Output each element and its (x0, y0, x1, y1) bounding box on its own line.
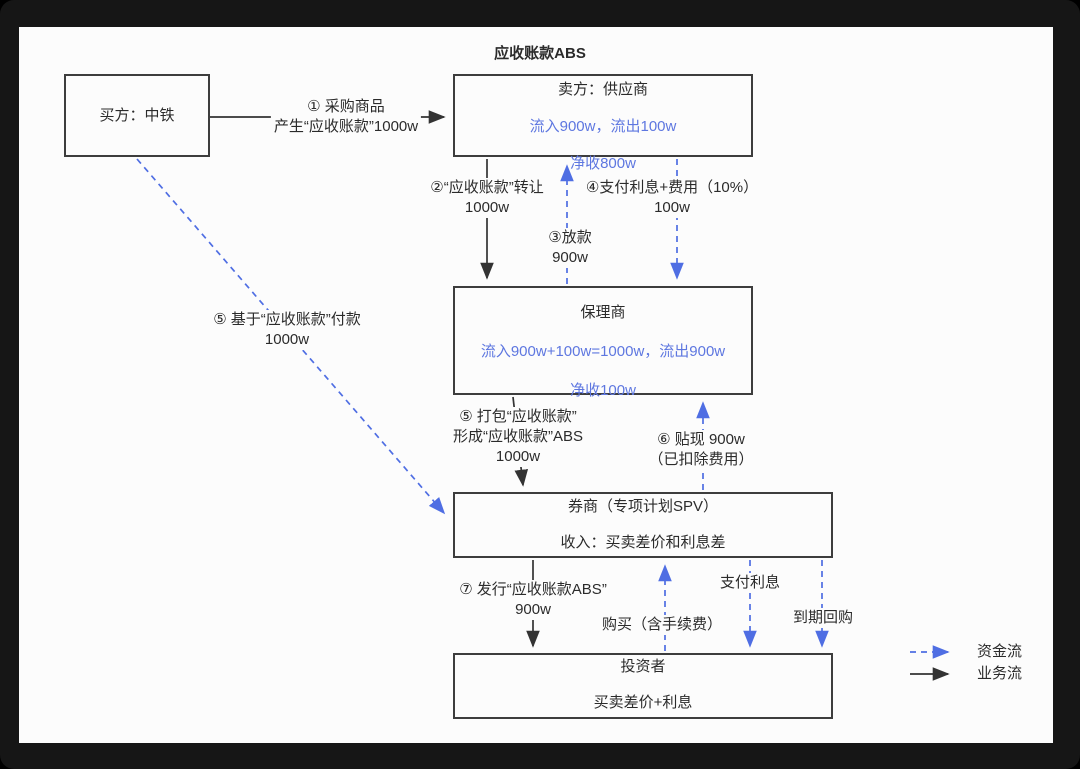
investor-income: 买卖差价+利息 (593, 694, 693, 711)
label-interest-fee: ④支付利息+费用（10%） 100w (582, 178, 762, 218)
label-transfer: ②“应收账款”转让 1000w (427, 178, 547, 218)
seller-label: 卖方：供应商 (557, 81, 648, 98)
label-loan: ③放款 900w (545, 228, 595, 268)
label-pay-interest: 支付利息 (716, 573, 784, 593)
buyer-label: 买方：中铁 (99, 106, 175, 124)
node-spv: 券商（专项计划SPV） 收入：买卖差价和利息差 (453, 492, 833, 558)
factor-cash-flow: 流入900w+100w=1000w，流出900w (480, 343, 726, 360)
legend-capital-flow-label: 资金流 (977, 643, 1023, 660)
node-seller: 卖方：供应商 流入900w，流出100w 净收800w (453, 74, 753, 172)
spv-income: 收入：买卖差价和利息差 (560, 534, 726, 551)
label-issue: ⑦ 发行“应收账款ABS” 900w (456, 580, 610, 620)
legend-business-flow-label: 业务流 (977, 665, 1023, 682)
label-discount: ⑥ 贴现 900w （已扣除费用） (645, 430, 757, 470)
label-package: ⑤ 打包“应收账款” 形成“应收账款”ABS 1000w (449, 407, 587, 467)
factor-label: 保理商 (580, 304, 626, 321)
diagram-title: 应收账款ABS (494, 45, 586, 62)
seller-cash-flow: 流入900w，流出100w (529, 118, 677, 135)
spv-label: 券商（专项计划SPV） (567, 498, 718, 515)
label-pay-on-ar: ⑤ 基于“应收账款”付款 1000w (210, 310, 364, 350)
factor-net-income: 净收100w (570, 382, 636, 399)
label-purchase: ① 采购商品 产生“应收账款”1000w (270, 97, 422, 137)
label-buy: 购买（含手续费） (598, 615, 726, 635)
label-repurchase: 到期回购 (789, 608, 857, 628)
node-factor: 保理商 流入900w+100w=1000w，流出900w 净收100w (453, 286, 753, 399)
node-investor: 投资者 买卖差价+利息 (453, 653, 833, 719)
node-buyer: 买方：中铁 (64, 74, 210, 157)
seller-net-income: 净收800w (570, 155, 636, 172)
investor-label: 投资者 (620, 658, 666, 675)
